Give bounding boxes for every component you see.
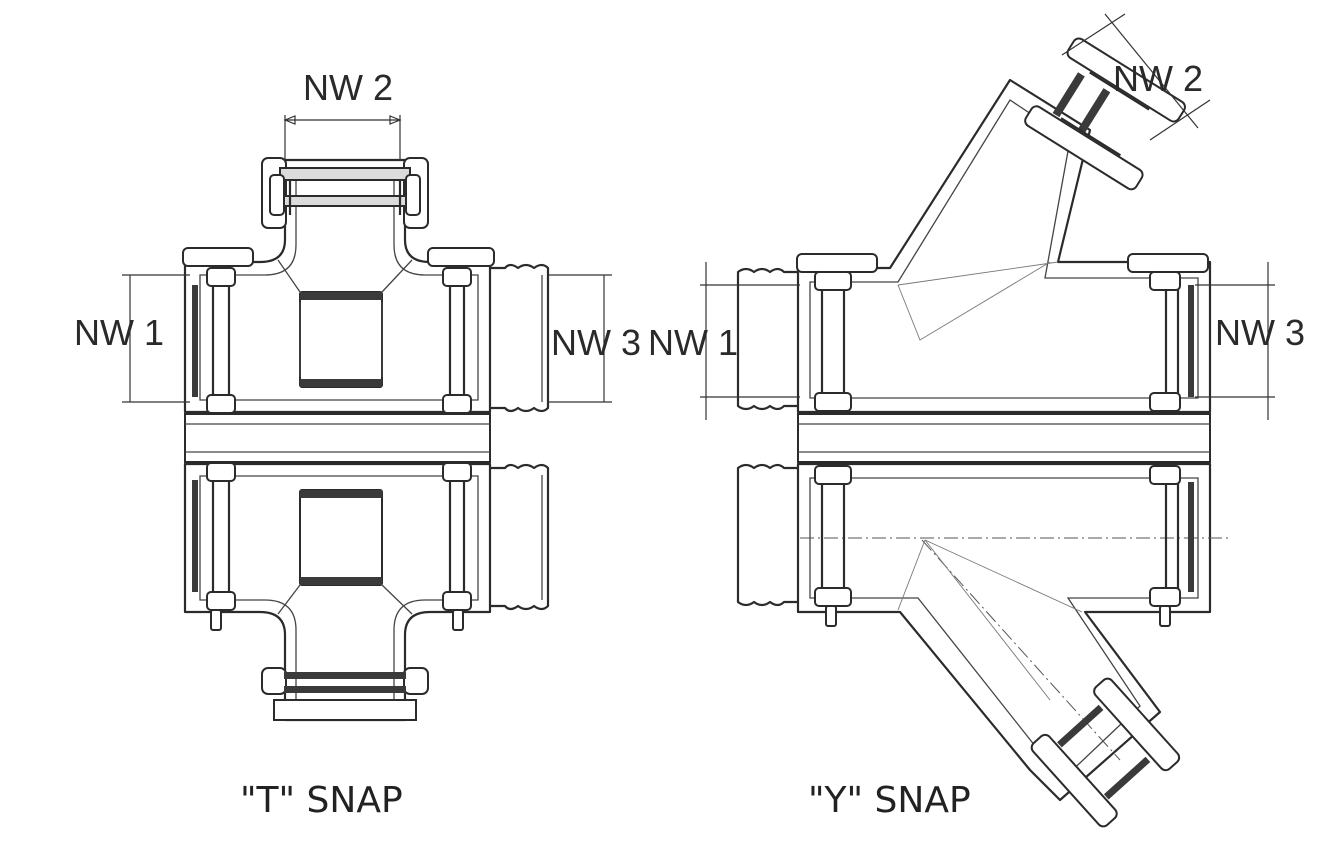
y-snap-nw2-label: NW 2 [1113,58,1203,99]
t-snap-nw2-label: NW 2 [303,67,393,108]
y-snap-nw1-label: NW 1 [648,322,738,363]
y-snap-top-body [736,37,1212,414]
t-snap-middle-band [184,413,491,463]
y-snap-caption: "Y" SNAP [808,780,971,821]
y-snap-bottom-body [736,462,1230,828]
t-snap-nw3-label: NW 3 [551,322,641,363]
y-snap-middle-band [797,413,1211,463]
y-snap-diagram: NW 2 NW 1 NW 3 "Y" SNAP [648,13,1305,828]
y-snap-nw3-label: NW 3 [1215,312,1305,353]
t-snap-bottom-body [183,462,550,722]
y-snap-dimensions [700,13,1275,420]
t-snap-dimensions [122,115,612,403]
t-snap-top-body [182,157,550,414]
t-snap-caption: "T" SNAP [240,780,403,821]
t-snap-nw1-label: NW 1 [74,312,164,353]
t-snap-diagram: NW 2 NW 1 NW 3 "T" SNAP [74,67,641,821]
